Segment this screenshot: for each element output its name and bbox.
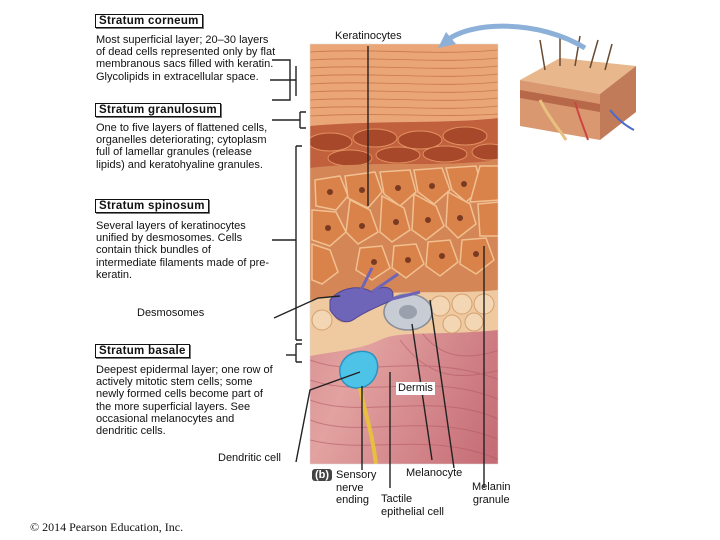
- melanin-granule-label: Melanin granule: [472, 481, 511, 506]
- desmosomes-label: Desmosomes: [137, 307, 204, 320]
- keratinocytes-label: Keratinocytes: [333, 30, 404, 43]
- tactile-cell-nucleus: [399, 305, 417, 319]
- panel-letter: (b): [312, 469, 332, 481]
- melanocyte-label: Melanocyte: [406, 467, 462, 480]
- copyright-notice: © 2014 Pearson Education, Inc.: [30, 520, 183, 535]
- dermis-label: Dermis: [396, 382, 435, 395]
- tactile-epithelial-cell-label: Tactile epithelial cell: [381, 493, 444, 518]
- skin-block-inset: [520, 34, 636, 142]
- dendritic-cell-label: Dendritic cell: [218, 452, 281, 465]
- stratum-corneum-layer: [310, 44, 498, 126]
- sensory-nerve-ending: [340, 351, 378, 388]
- sensory-nerve-ending-label: Sensory nerve ending: [336, 469, 376, 507]
